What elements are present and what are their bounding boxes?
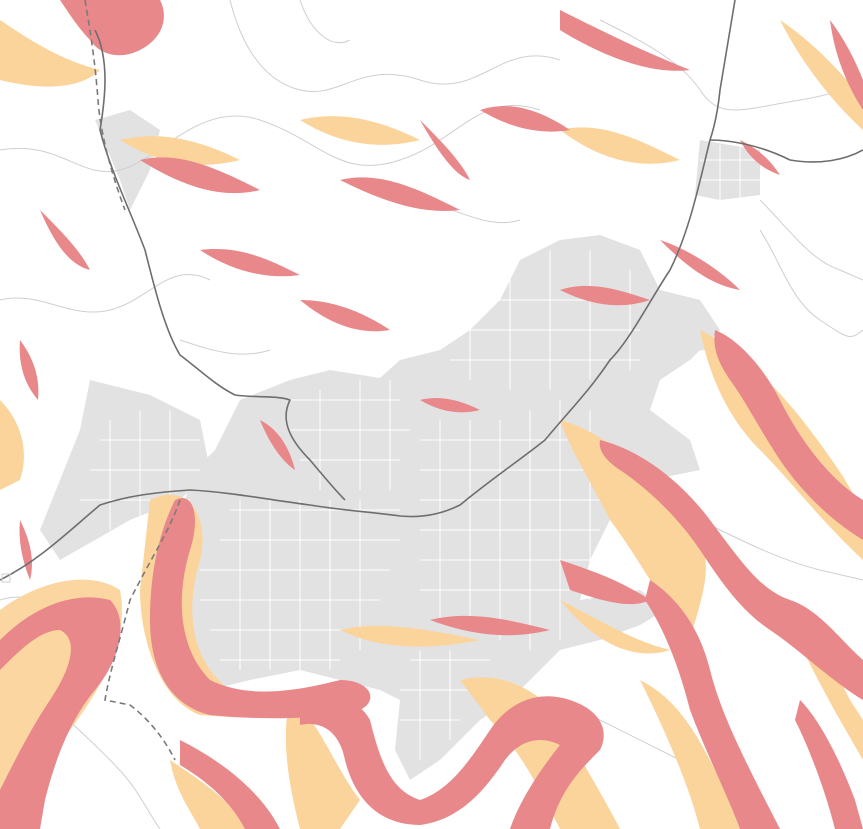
hazard-high-sw-arc — [0, 597, 121, 829]
hazard-high-east-5 — [560, 560, 650, 605]
boundary-line-south — [104, 499, 181, 761]
street-grid-layer — [80, 145, 760, 760]
main-road-north — [94, 29, 346, 501]
boundary-line-north — [84, 0, 126, 211]
urban-area-central — [170, 235, 720, 780]
hazard-high-south-strip — [180, 740, 280, 829]
hazard-high-ne-strip — [560, 10, 690, 71]
hazard-high-nw-corner — [60, 0, 164, 56]
main-road-layer — [0, 0, 863, 581]
urban-area-layer — [40, 110, 760, 780]
hazard-high-east-4 — [795, 700, 863, 829]
urban-area-northeast — [695, 140, 760, 200]
hazard-high-east-2 — [599, 440, 863, 700]
main-road-northeast — [709, 0, 736, 141]
hazard-high-ne-corner — [830, 20, 863, 110]
urban-area-north — [95, 110, 160, 210]
hazard-high-east-1 — [714, 330, 863, 540]
hazard-high-east-3 — [645, 580, 780, 829]
hazard-high-south-loop — [300, 696, 604, 829]
dashed-boundary-layer — [84, 0, 181, 761]
edge-marker — [1, 573, 11, 583]
urban-area-east-block — [640, 310, 705, 355]
